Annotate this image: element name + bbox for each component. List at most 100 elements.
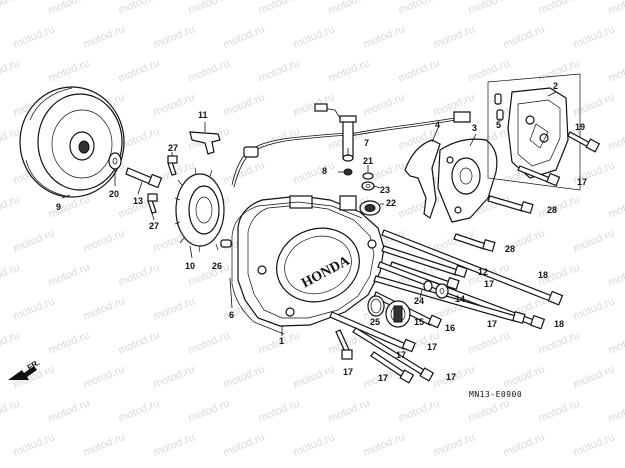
- watermark-text: motod.ru: [47, 397, 92, 424]
- watermark-text: motod.ru: [257, 57, 302, 84]
- watermark-text: motod.ru: [502, 363, 547, 390]
- watermark-text: motod.ru: [0, 261, 21, 288]
- watermark-text: motod.ru: [117, 397, 162, 424]
- watermark-text: motod.ru: [187, 397, 232, 424]
- callout-13: 13: [133, 196, 143, 206]
- watermark-text: motod.ru: [292, 431, 337, 458]
- watermark-text: motod.ru: [0, 397, 21, 424]
- watermark-text: motod.ru: [572, 431, 617, 458]
- watermark-text: motod.ru: [537, 397, 582, 424]
- stator-bolt-top: [167, 155, 178, 176]
- bolt-19: [567, 131, 601, 153]
- watermark-text: motod.ru: [607, 329, 625, 356]
- callout-17-e: 17: [343, 367, 353, 377]
- bolt-17-bottom-a: [335, 329, 353, 360]
- watermark-text: motod.ru: [607, 193, 625, 220]
- watermark-text: motod.ru: [607, 397, 625, 424]
- callout-8: 8: [322, 166, 327, 176]
- watermark-text: motod.ru: [152, 91, 197, 118]
- dowel-5a: [494, 93, 502, 105]
- callout-27-b: 27: [149, 221, 159, 231]
- bolt-18-lower: [377, 261, 546, 330]
- watermark-text: motod.ru: [12, 23, 57, 50]
- sensor-bracket: [404, 139, 441, 219]
- watermark-text: motod.ru: [12, 295, 57, 322]
- watermark-text: motod.ru: [222, 91, 267, 118]
- watermark-text: motod.ru: [607, 0, 625, 17]
- callout-2: 2: [553, 81, 558, 91]
- dowel-pin: [220, 239, 232, 248]
- watermark-text: motod.ru: [257, 397, 302, 424]
- watermark-text: motod.ru: [257, 0, 302, 17]
- watermark-text: motod.ru: [117, 329, 162, 356]
- stator: [174, 167, 225, 253]
- bolt-18-upper: [381, 229, 564, 306]
- timing-cap: [385, 300, 411, 328]
- watermark-text: motod.ru: [47, 261, 92, 288]
- watermark-text: motod.ru: [502, 23, 547, 50]
- watermark-text: motod.ru: [397, 57, 442, 84]
- watermark-text: motod.ru: [572, 295, 617, 322]
- callout-3: 3: [472, 123, 477, 133]
- watermark-text: motod.ru: [0, 0, 21, 17]
- watermark-text: motod.ru: [0, 125, 21, 152]
- watermark-text: motod.ru: [117, 0, 162, 17]
- watermark-text: motod.ru: [362, 431, 407, 458]
- watermark-text: motod.ru: [572, 91, 617, 118]
- bolt-17-bottom-c: [370, 351, 415, 384]
- watermark-text: motod.ru: [362, 91, 407, 118]
- watermark-text: motod.ru: [0, 329, 21, 356]
- callout-17-b: 17: [484, 279, 494, 289]
- callout-20: 20: [109, 189, 119, 199]
- callout-19: 19: [575, 122, 585, 132]
- callout-25: 25: [370, 317, 380, 327]
- watermark-text: motod.ru: [292, 363, 337, 390]
- callout-17-f: 17: [378, 373, 388, 383]
- callout-23: 23: [380, 185, 390, 195]
- callout-27-a: 27: [168, 143, 178, 153]
- watermark-text: motod.ru: [222, 431, 267, 458]
- watermark-text: motod.ru: [467, 397, 512, 424]
- front-arrow-icon: [8, 366, 37, 380]
- watermark-text: motod.ru: [82, 363, 127, 390]
- callout-18-a: 18: [538, 270, 548, 280]
- watermark-text: motod.ru: [432, 23, 477, 50]
- watermark-text: motod.ru: [12, 227, 57, 254]
- callout-10: 10: [185, 261, 195, 271]
- bolt-28-upper: [487, 195, 534, 214]
- callout-28-a: 28: [547, 205, 557, 215]
- watermark-text: motod.ru: [0, 193, 21, 220]
- watermark-text: motod.ru: [82, 23, 127, 50]
- callout-5: 5: [496, 120, 501, 130]
- watermark-text: motod.ru: [537, 329, 582, 356]
- callout-22: 22: [386, 198, 396, 208]
- watermark-text: motod.ru: [607, 261, 625, 288]
- watermark-text: motod.ru: [467, 329, 512, 356]
- wire-clamp: [189, 131, 221, 155]
- watermark-text: motod.ru: [82, 295, 127, 322]
- callout-21: 21: [363, 156, 373, 166]
- watermark-text: motod.ru: [152, 23, 197, 50]
- watermark-text: motod.ru: [257, 125, 302, 152]
- watermark-text: motod.ru: [362, 23, 407, 50]
- watermark-text: motod.ru: [187, 57, 232, 84]
- watermark-text: motod.ru: [397, 0, 442, 17]
- watermark-text: motod.ru: [187, 329, 232, 356]
- bolt-17-bottom-d: [352, 327, 435, 382]
- sensor-rod: [339, 115, 357, 162]
- watermark-text: motod.ru: [47, 57, 92, 84]
- watermark-text: motod.ru: [292, 159, 337, 186]
- watermark-text: motod.ru: [47, 329, 92, 356]
- watermark-text: motod.ru: [537, 57, 582, 84]
- watermark-text: motod.ru: [292, 91, 337, 118]
- bolt-17-mid: [389, 261, 460, 291]
- watermark-text: motod.ru: [12, 431, 57, 458]
- watermark-text: motod.ru: [222, 159, 267, 186]
- left-crankcase-cover: HONDA: [237, 195, 385, 327]
- bolt-12: [381, 245, 468, 279]
- watermark-text: motod.ru: [327, 57, 372, 84]
- watermark-text: motod.ru: [432, 431, 477, 458]
- watermark-text: motod.ru: [607, 125, 625, 152]
- leader-lines: [61, 91, 557, 336]
